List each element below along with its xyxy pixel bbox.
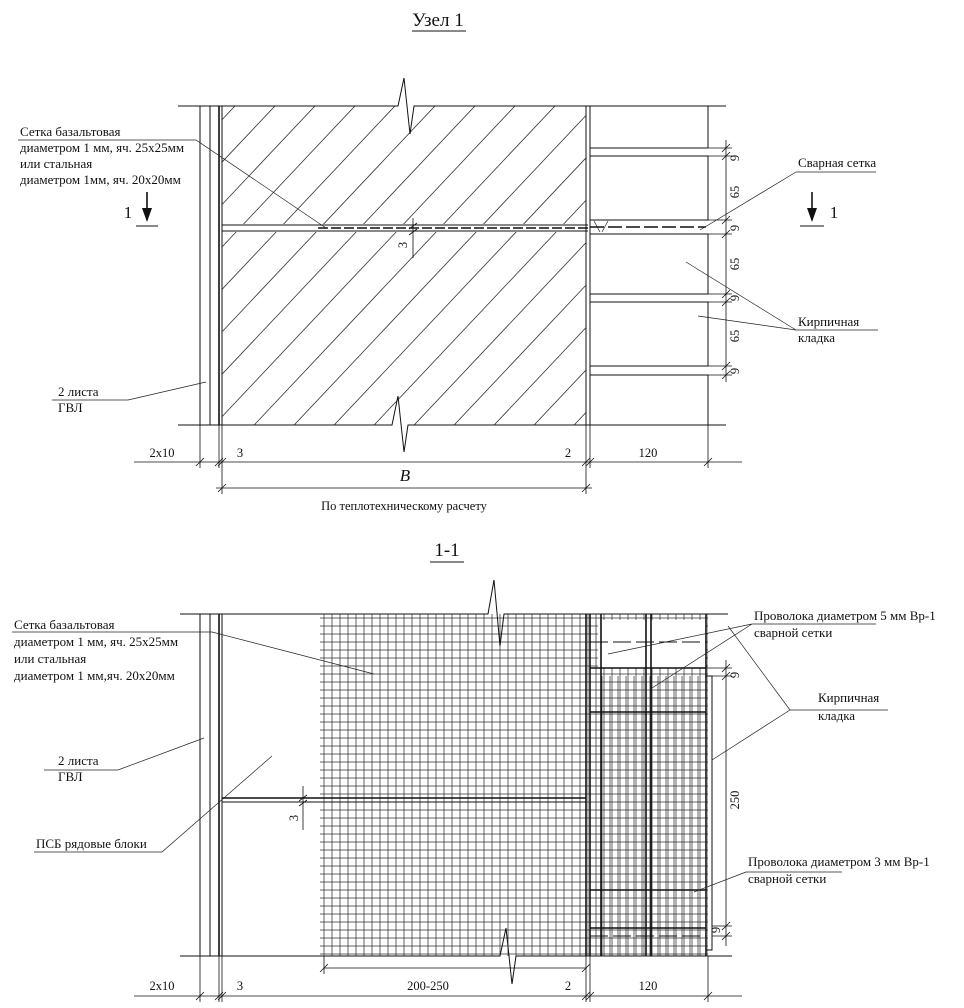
section-mesh-label-line-4: диаметром 1 мм,яч. 20х20мм [14,668,175,683]
dim-65-a: 65 [728,186,742,199]
psb-label: ПСБ рядовые блоки [36,836,147,851]
dim-9-c: 9 [728,295,742,301]
brick-leader [685,261,878,331]
gvl-label-line-2: ГВЛ [58,400,83,415]
section-brick-leader [711,625,888,761]
dim-2x10: 2х10 [150,446,175,460]
section-title: 1-1 [434,540,459,561]
dim-9-b: 9 [728,225,742,231]
calc-label: По теплотехническому расчету [321,499,488,513]
top-break-line [178,77,726,135]
node-1-drawing: Узел 1 9 [18,10,878,513]
section-bottom-break-line [180,927,732,985]
section-mesh-label-line-3: или стальная [14,651,86,666]
section-right-dimensions: 9 250 9 [706,660,742,946]
mesh-grid-top-band [601,676,707,956]
weld-leader [699,171,876,231]
dim-3: 3 [237,446,243,460]
bottom-break-line [178,395,726,453]
section-brick-label-line-2: кладка [818,708,855,723]
brick-label-line-1: Кирпичная [798,314,859,329]
section-dim-9-a: 9 [728,672,742,678]
section-mesh-label-line-2: диаметром 1 мм, яч. 25х25мм [14,634,178,649]
joint-dimension: 3 [396,218,418,258]
mesh-grid [320,614,708,956]
gvl-label-line-1: 2 листа [58,384,99,399]
wire3-leader [693,871,842,893]
psb-leader [34,755,273,853]
section-1-1-drawing: 1-1 [12,540,936,1002]
section-top-break-line [180,579,728,647]
mesh-label-line-4: диаметром 1мм, яч. 20х20мм [20,172,181,187]
section-dim-250: 250 [728,791,742,810]
cut-mark-left-label: 1 [124,203,133,222]
wire5-label-line-1: Проволока диаметром 5 мм Вр-1 [754,608,936,623]
section-gvl-leader [44,737,205,771]
section-mesh-leader [12,631,375,675]
section-brick-edge [706,675,713,951]
section-brick-label-line-1: Кирпичная [818,690,879,705]
node-title: Узел 1 [412,10,463,31]
dim-65-c: 65 [728,330,742,343]
weld-label: Сварная сетка [798,155,876,170]
section-dim-200-250: 200-250 [407,979,449,993]
brick-row-3 [589,301,709,367]
cut-mark-right: 1 [800,192,839,227]
section-dim-120: 120 [639,979,658,993]
section-gvl-label-line-2: ГВЛ [58,769,83,784]
dim-9-a: 9 [728,155,742,161]
cut-mark-left: 1 [124,192,158,227]
brick-row-4 [589,374,709,425]
brick-row-2 [589,233,709,295]
mesh-label-line-1: Сетка базальтовая [20,124,120,139]
section-dim-3: 3 [237,979,243,993]
wire5-label-line-2: сварной сетки [754,625,832,640]
b-label: B [400,466,411,485]
brick-label-line-2: кладка [798,330,835,345]
brick-row-1 [589,106,709,221]
section-dim-2: 2 [565,979,571,993]
wire3-label-line-2: сварной сетки [748,871,826,886]
section-dim-2x10: 2х10 [150,979,175,993]
section-joint-dim-3: 3 [287,815,301,821]
dim-2: 2 [565,446,571,460]
mesh-gap-top [598,620,706,668]
gvl-leader [52,381,207,401]
section-dim-9-b: 9 [709,927,723,933]
section-bottom-dimensions: 2х10 3 200-250 2 120 [134,956,742,1002]
node-bottom-dimensions: 2х10 3 2 120 B По теплотехническому расч… [134,425,742,513]
insulation-hatch [222,106,586,425]
section-joint-dimension: 3 [287,786,308,830]
node-right-dimensions: 9 65 9 65 9 65 9 [708,140,742,382]
section-mesh-label-line-1: Сетка базальтовая [14,617,114,632]
dim-9-d: 9 [728,368,742,374]
cut-mark-right-label: 1 [830,203,839,222]
welded-mesh-end [593,220,609,233]
wire3-label-line-1: Проволока диаметром 3 мм Вр-1 [748,854,930,869]
mesh-label-line-2: диаметром 1 мм, яч. 25х25мм [20,140,184,155]
mesh-label-line-3: или стальная [20,156,92,171]
section-gvl-label-line-1: 2 листа [58,753,99,768]
dim-65-b: 65 [728,258,742,271]
joint-dim-3: 3 [396,242,410,248]
wire5-leader [607,623,876,689]
dim-120: 120 [639,446,658,460]
mesh-leader [18,139,327,229]
